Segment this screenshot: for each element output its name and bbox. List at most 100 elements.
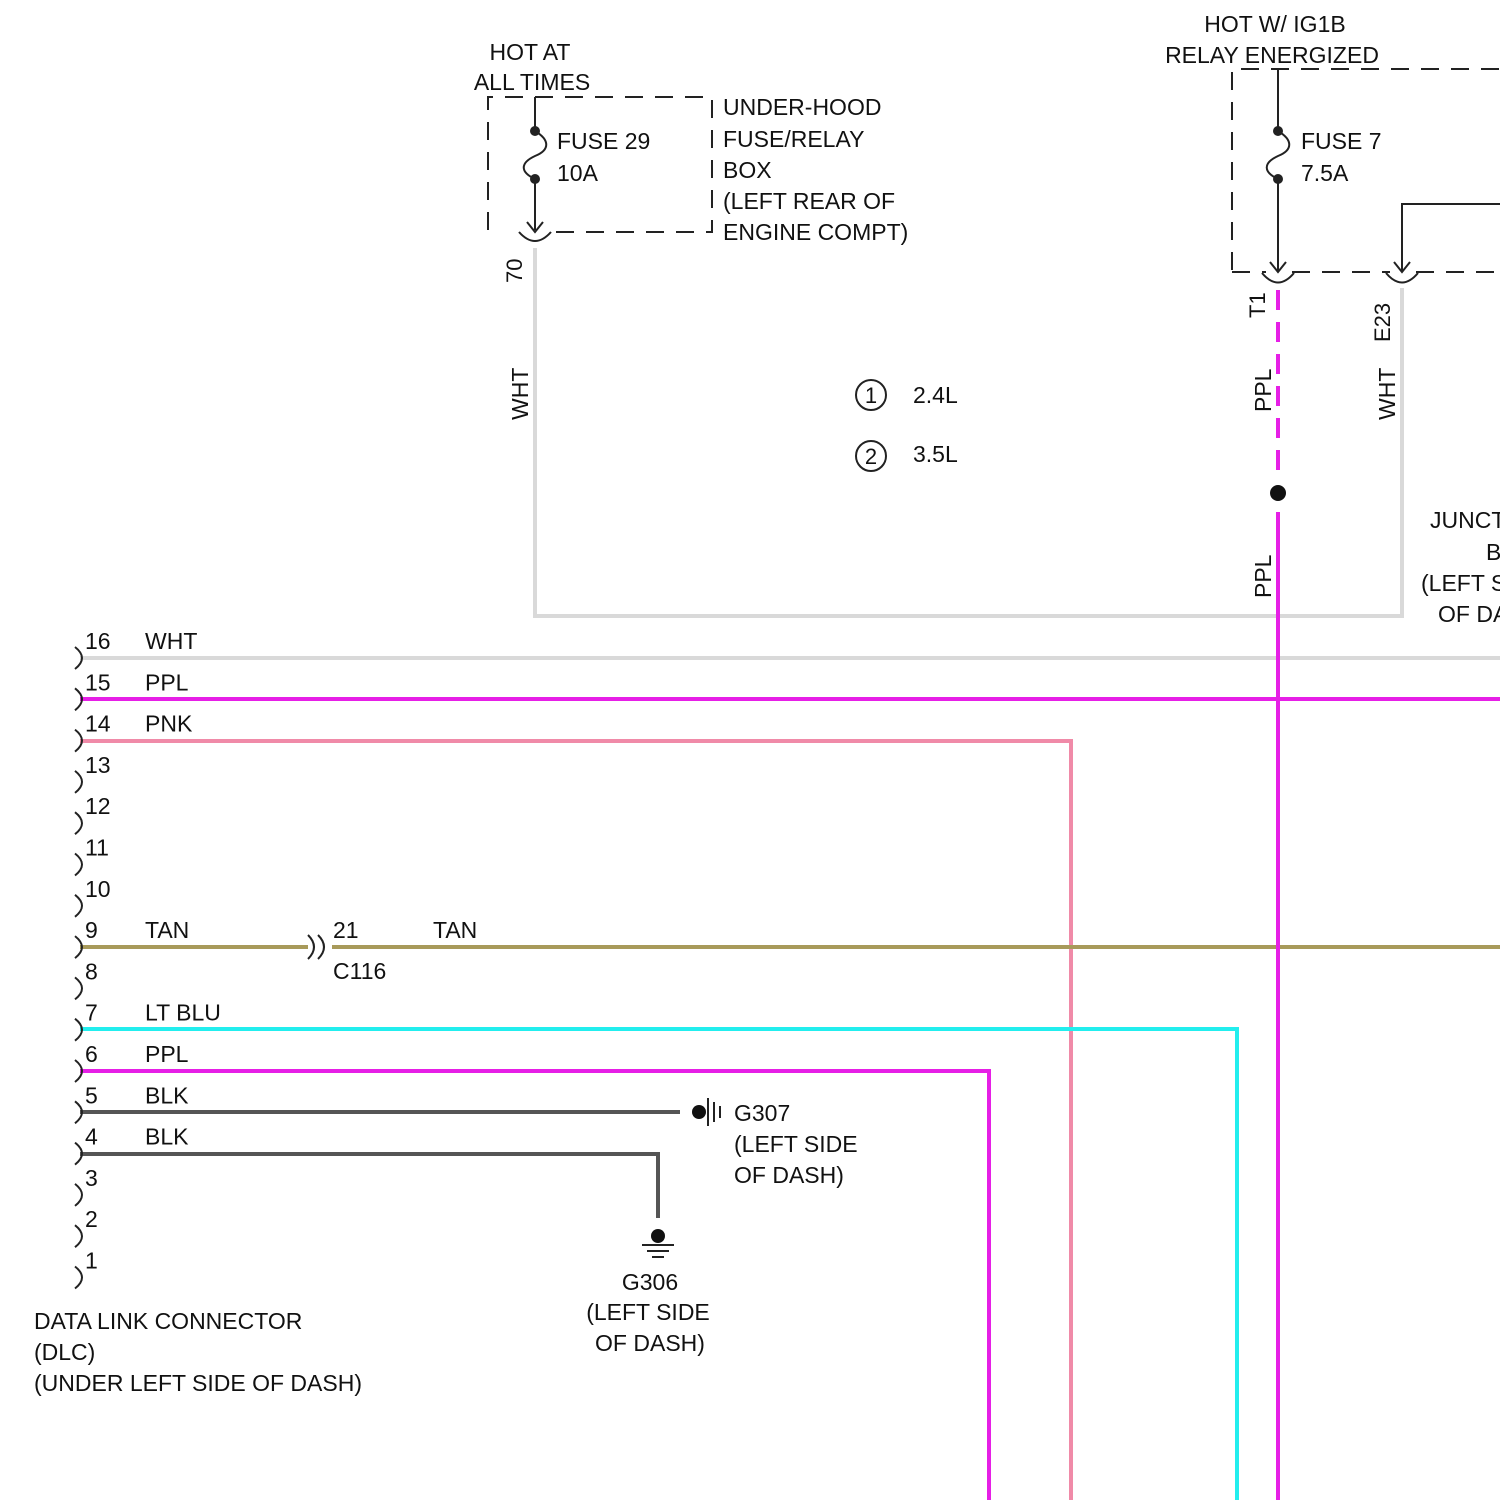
dlc-pin-row: 14 PNK <box>75 711 193 752</box>
c116-wire-label: TAN <box>433 917 477 943</box>
ppl-upper-wire-label: PPL <box>1250 368 1276 412</box>
fuse-7-hot-line1: HOT W/ IG1B <box>1204 11 1345 37</box>
g306-dot <box>651 1229 665 1243</box>
underhood-box-line5: ENGINE COMPT) <box>723 219 908 245</box>
fuse-7-name: FUSE 7 <box>1301 128 1382 154</box>
engine-legend: 1 2.4L 2 3.5L <box>856 380 958 471</box>
dlc-label: DATA LINK CONNECTOR (DLC) (UNDER LEFT SI… <box>34 1308 362 1396</box>
e23-feed <box>1402 204 1500 272</box>
c116-connector-icon <box>308 935 324 959</box>
dlc-pin-terminal-icon <box>75 812 82 834</box>
underhood-box-line3: BOX <box>723 157 772 183</box>
dlc-pin-number: 3 <box>85 1165 98 1191</box>
underhood-box-line1: UNDER-HOOD <box>723 94 881 120</box>
junction-box-line2: B <box>1486 539 1500 565</box>
dlc-pin-number: 11 <box>85 835 109 861</box>
ppl-lower-wire-label: PPL <box>1250 554 1276 598</box>
dlc-pin-number: 6 <box>85 1041 98 1067</box>
dlc-pin-row: 9TAN <box>75 917 189 958</box>
junction-box-label: JUNCT B (LEFT S OF DA <box>1421 507 1500 627</box>
dlc-pin-terminal-icon <box>75 895 82 917</box>
fuse-29-rating: 10A <box>557 160 599 186</box>
dlc-pin-row: 16 WHT <box>75 628 197 669</box>
dlc-pin-row: 5 BLK <box>75 1082 189 1123</box>
dlc-pin-wire-label: PNK <box>145 711 193 737</box>
c116-name: C116 <box>333 958 386 984</box>
fuse-29-hot-line2: ALL TIMES <box>474 69 590 95</box>
dlc-pin-wire-label: LT BLU <box>145 1000 221 1026</box>
dlc-pin-number: 12 <box>85 793 111 819</box>
wire-blk-pin4 <box>80 1154 658 1218</box>
dlc-pin-row: 4 BLK <box>75 1124 189 1165</box>
g306-line3: OF DASH) <box>595 1330 705 1356</box>
junction-box-line1: JUNCT <box>1430 507 1500 533</box>
dlc-line2: (DLC) <box>34 1339 95 1365</box>
legend-item-2: 2 3.5L <box>856 441 958 471</box>
dlc-pin-row: 13 <box>75 752 111 793</box>
dlc-pin-row: 15 PPL <box>75 669 189 710</box>
g307-line3: OF DASH) <box>734 1162 844 1188</box>
dlc-pin-number: 4 <box>85 1124 98 1150</box>
dlc-pin-wire-label: BLK <box>145 1124 189 1150</box>
dlc-pin-number: 5 <box>85 1082 98 1108</box>
legend-label: 2.4L <box>913 382 958 408</box>
fuse-29-terminal-label: 70 <box>502 259 527 283</box>
fuse-29-wire-label: WHT <box>507 368 533 420</box>
dlc-pin-row: 12 <box>75 793 111 834</box>
g307-name: G307 <box>734 1100 790 1126</box>
c116-pin: 21 <box>333 917 359 943</box>
legend-label: 3.5L <box>913 441 958 467</box>
dlc-pin-number: 1 <box>85 1248 98 1274</box>
dlc-line3: (UNDER LEFT SIDE OF DASH) <box>34 1370 362 1396</box>
dlc-line1: DATA LINK CONNECTOR <box>34 1308 302 1334</box>
dlc-pin-number: 15 <box>85 669 111 695</box>
legend-marker: 1 <box>865 383 877 408</box>
g306-line2: (LEFT SIDE <box>586 1299 710 1325</box>
dlc-pin-number: 13 <box>85 752 111 778</box>
g307-ground: G307 (LEFT SIDE OF DASH) <box>692 1098 858 1188</box>
g307-dot <box>692 1105 706 1119</box>
dlc-pin-number: 10 <box>85 876 111 902</box>
underhood-box-label: UNDER-HOOD FUSE/RELAY BOX (LEFT REAR OF … <box>723 94 908 245</box>
dlc-pin-row: 8 <box>75 958 98 999</box>
g307-ground-icon <box>708 1098 720 1126</box>
dlc-pin-number: 16 <box>85 628 111 654</box>
dlc-pin-terminal-icon <box>75 1184 82 1206</box>
g307-line2: (LEFT SIDE <box>734 1131 858 1157</box>
junction-box-line3: (LEFT S <box>1421 570 1500 596</box>
fuse-29-icon <box>524 131 547 179</box>
junction-box-outline-top <box>1232 69 1500 270</box>
legend-marker: 2 <box>865 444 877 469</box>
underhood-box-line4: (LEFT REAR OF <box>723 188 895 214</box>
dlc-pin-wire-label: WHT <box>145 628 197 654</box>
dlc-pin-terminal-icon <box>75 771 82 793</box>
dlc-pin-row: 3 <box>75 1165 98 1206</box>
g306-ground: G306 (LEFT SIDE OF DASH) <box>586 1229 710 1356</box>
e23-terminal-label: E23 <box>1370 303 1395 342</box>
fuse-7-hot-line2: RELAY ENERGIZED <box>1165 42 1379 68</box>
e23-wire-label: WHT <box>1374 368 1400 420</box>
dlc-pin-number: 2 <box>85 1206 98 1232</box>
dlc-pin-number: 8 <box>85 958 98 984</box>
dlc-pin-terminal-icon <box>75 1267 82 1289</box>
c116-connector: 21 TAN C116 <box>308 917 477 984</box>
dlc-pin-terminal-icon <box>75 977 82 999</box>
splice-dot <box>1270 485 1286 501</box>
underhood-box-line2: FUSE/RELAY <box>723 126 864 152</box>
legend-item-1: 1 2.4L <box>856 380 958 410</box>
dlc-pin-number: 14 <box>85 711 111 737</box>
dlc-pin-row: 10 <box>75 876 111 917</box>
dlc-pin-terminal-icon <box>75 854 82 876</box>
dlc-pin-wire-label: PPL <box>145 669 189 695</box>
g306-name: G306 <box>622 1269 678 1295</box>
wire-ltblu-pin7 <box>80 1029 1237 1500</box>
dlc-pin-row: 1 <box>75 1248 98 1289</box>
fuse-29-block: HOT AT ALL TIMES FUSE 29 10A 70 WHT <box>474 39 712 420</box>
junction-box-line4: OF DA <box>1438 601 1500 627</box>
dlc-pin-wire-label: BLK <box>145 1082 189 1108</box>
e23-terminal-icon <box>1386 273 1418 283</box>
